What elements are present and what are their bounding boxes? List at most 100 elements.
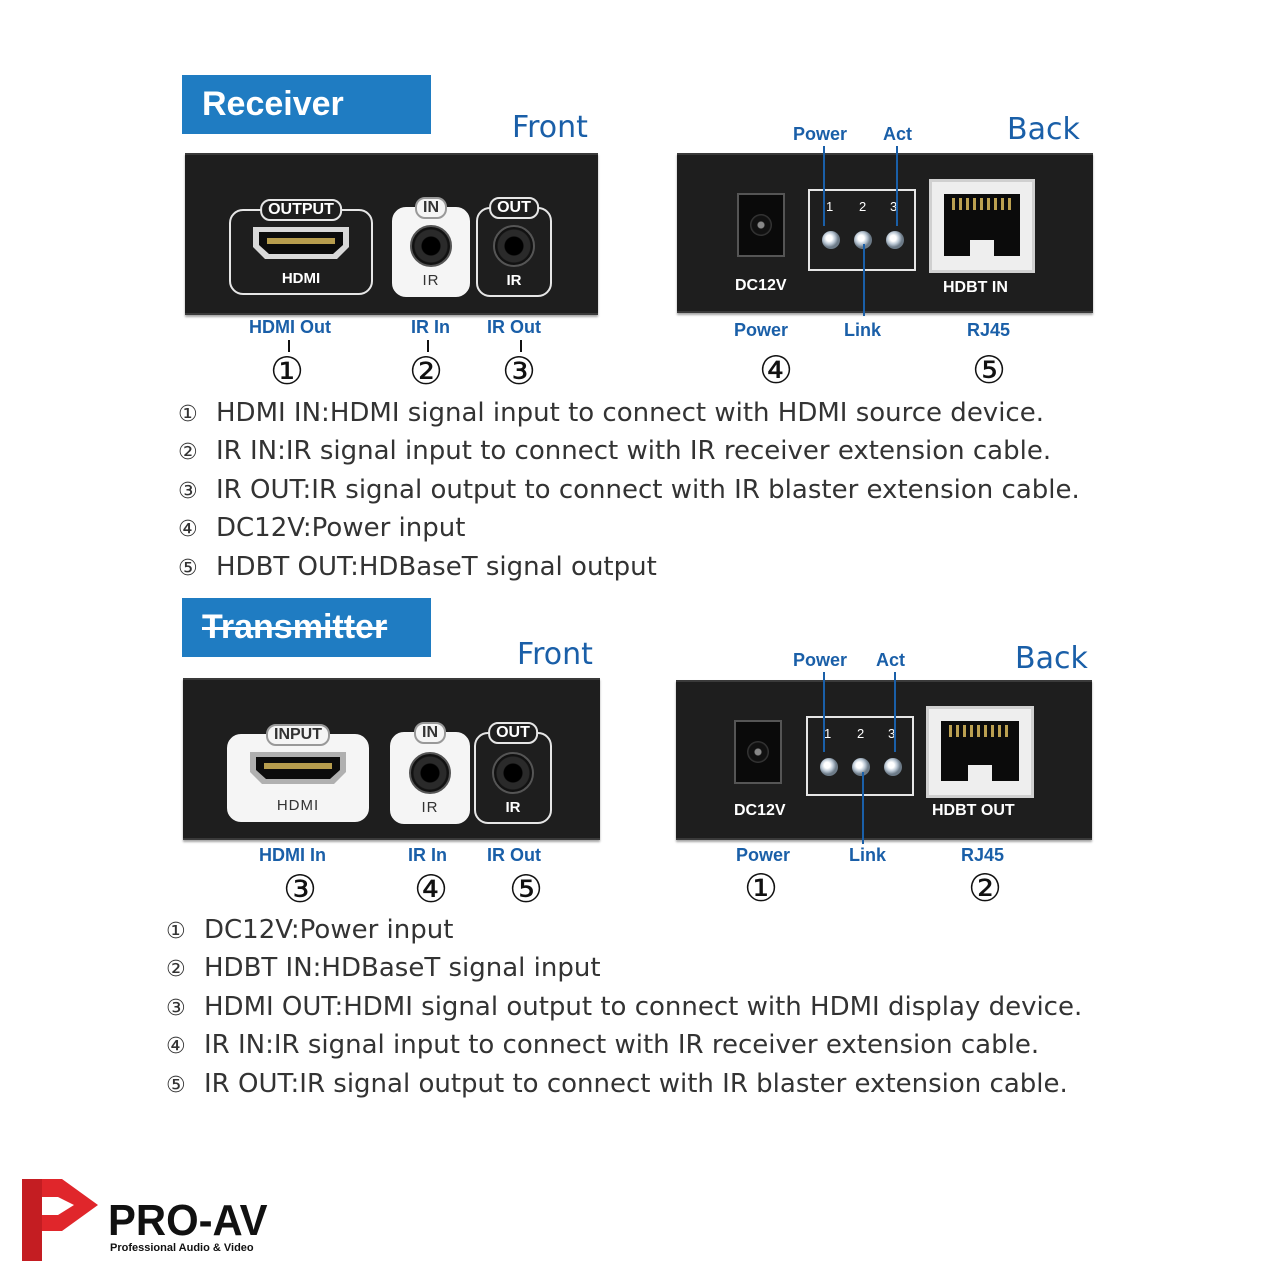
transmitter-ir-out-box: OUT IR [474, 722, 552, 824]
power-led-icon [820, 758, 838, 776]
desc-number: ③ [166, 995, 186, 1021]
receiver-power-led-line [823, 146, 825, 226]
desc-text: DC12V:Power input [216, 513, 466, 544]
receiver-ir-out-box: OUT IR [476, 197, 552, 297]
receiver-ir-out-title: OUT [489, 197, 539, 219]
receiver-ir-in-title: IN [415, 197, 447, 219]
transmitter-front-panel: INPUT HDMI IN IR OUT IR [183, 678, 600, 840]
desc-number: ① [178, 402, 198, 427]
desc-text: IR OUT:IR signal output to connect with … [204, 1068, 1068, 1099]
receiver-num-ir-in: ② [409, 349, 444, 393]
transmitter-num-ir-out: ⑤ [509, 867, 544, 911]
led-num-1: 1 [824, 726, 832, 741]
transmitter-num-rj45: ② [968, 866, 1003, 910]
ir-out-jack-icon [492, 752, 534, 794]
transmitter-input-title: INPUT [266, 724, 330, 746]
hdmi-port-icon [253, 227, 349, 259]
transmitter-num-ir-in: ④ [414, 867, 449, 911]
transmitter-ir-in-foot: IR [421, 799, 439, 816]
receiver-hdmi-output-box: OUTPUT HDMI [229, 199, 373, 295]
receiver-num-power: ④ [759, 348, 794, 392]
transmitter-num-power: ① [744, 866, 779, 910]
desc-text: HDBT OUT:HDBaseT signal output [216, 551, 657, 582]
receiver-output-title: OUTPUT [260, 199, 342, 221]
transmitter-ir-in-callout: IR In [408, 845, 447, 865]
transmitter-ir-out-callout: IR Out [487, 845, 541, 865]
receiver-ir-in-box: IN IR [392, 197, 470, 297]
transmitter-link-led-line [862, 772, 864, 844]
desc-text: HDMI IN:HDMI signal input to connect wit… [216, 398, 1044, 428]
desc-text: IR OUT:IR signal output to connect with … [216, 474, 1080, 505]
receiver-desc-item: ③ IR OUT:IR signal output to connect with… [178, 471, 1080, 509]
transmitter-act-led-line [894, 672, 896, 752]
receiver-desc-item: ⑤ HDBT OUT:HDBaseT signal output [178, 548, 1080, 586]
desc-number: ⑤ [178, 555, 198, 581]
rj45-port-icon [926, 706, 1034, 798]
desc-number: ③ [178, 478, 198, 504]
hdmi-port-icon [250, 752, 346, 784]
transmitter-hdmi-callout: HDMI In [259, 845, 326, 865]
transmitter-desc-item: ④ IR IN:IR signal input to connect with I… [166, 1026, 1082, 1064]
receiver-dc-label: DC12V [735, 277, 787, 294]
transmitter-ir-in-box: IN IR [390, 722, 470, 824]
desc-text: HDBT IN:HDBaseT signal input [204, 953, 601, 984]
desc-text: IR IN:IR signal input to connect with IR… [204, 1030, 1040, 1061]
transmitter-link-callout: Link [849, 845, 887, 865]
brand-tagline: Professional Audio & Video [110, 1242, 254, 1254]
ir-out-jack-icon [493, 225, 535, 267]
desc-number: ⑤ [166, 1072, 186, 1098]
pro-av-logo-icon [22, 1179, 98, 1261]
receiver-num-rj45: ⑤ [972, 348, 1007, 392]
transmitter-back-panel: DC12V 1 2 3 HDBT OUT [676, 680, 1092, 840]
receiver-front-panel: OUTPUT HDMI IN IR OUT IR [185, 153, 598, 315]
act-led-icon [886, 231, 904, 249]
receiver-ir-in-callout: IR In [411, 317, 450, 337]
transmitter-input-foot: HDMI [276, 797, 320, 814]
receiver-ir-in-line [427, 340, 429, 352]
receiver-num-ir-out: ③ [502, 349, 537, 393]
transmitter-power-led-callout: Power [793, 650, 848, 670]
transmitter-dc-label: DC12V [734, 802, 786, 819]
transmitter-rj45-label: HDBT OUT [932, 802, 1015, 819]
link-led-icon [854, 231, 872, 249]
receiver-back-panel: DC12V 1 2 3 HDBT IN [677, 153, 1093, 313]
receiver-front-label: Front [512, 110, 588, 145]
transmitter-title: Transmitter [182, 598, 431, 657]
receiver-hdmi-line [288, 340, 290, 352]
transmitter-back-label: Back [1015, 641, 1088, 676]
dc-power-jack-icon [737, 193, 785, 257]
rj45-port-icon [929, 179, 1035, 273]
receiver-title: Receiver [182, 75, 431, 134]
desc-text: HDMI OUT:HDMI signal output to connect w… [204, 991, 1083, 1022]
transmitter-num-hdmi: ③ [283, 867, 318, 911]
power-led-icon [822, 231, 840, 249]
led-num-2: 2 [857, 726, 865, 741]
led-num-3: 3 [888, 726, 896, 741]
led-num-1: 1 [826, 199, 834, 214]
transmitter-act-led-callout: Act [876, 650, 906, 670]
receiver-desc-item: ① HDMI IN:HDMI signal input to connect wi… [178, 394, 1080, 432]
receiver-ir-out-line [520, 340, 522, 352]
transmitter-power-led-line [823, 672, 825, 752]
receiver-power-led-callout: Power [793, 124, 848, 144]
desc-text: IR IN:IR signal input to connect with IR… [216, 436, 1052, 467]
ir-in-jack-icon [410, 225, 452, 267]
transmitter-rj45-callout: RJ45 [961, 845, 1005, 865]
receiver-act-led-callout: Act [883, 124, 913, 144]
receiver-output-foot: HDMI [281, 270, 321, 287]
transmitter-ir-out-title: OUT [488, 722, 538, 744]
receiver-ir-out-callout: IR Out [487, 317, 541, 337]
transmitter-ir-in-title: IN [414, 722, 446, 744]
receiver-link-callout: Link [844, 320, 882, 340]
dc-power-jack-icon [734, 720, 782, 784]
transmitter-desc-item: ⑤ IR OUT:IR signal output to connect with… [166, 1065, 1082, 1103]
desc-number: ① [166, 919, 186, 944]
receiver-rj45-callout: RJ45 [967, 320, 1011, 340]
receiver-link-led-line [863, 244, 865, 316]
transmitter-ir-out-foot: IR [505, 799, 521, 816]
desc-number: ④ [166, 1034, 186, 1060]
